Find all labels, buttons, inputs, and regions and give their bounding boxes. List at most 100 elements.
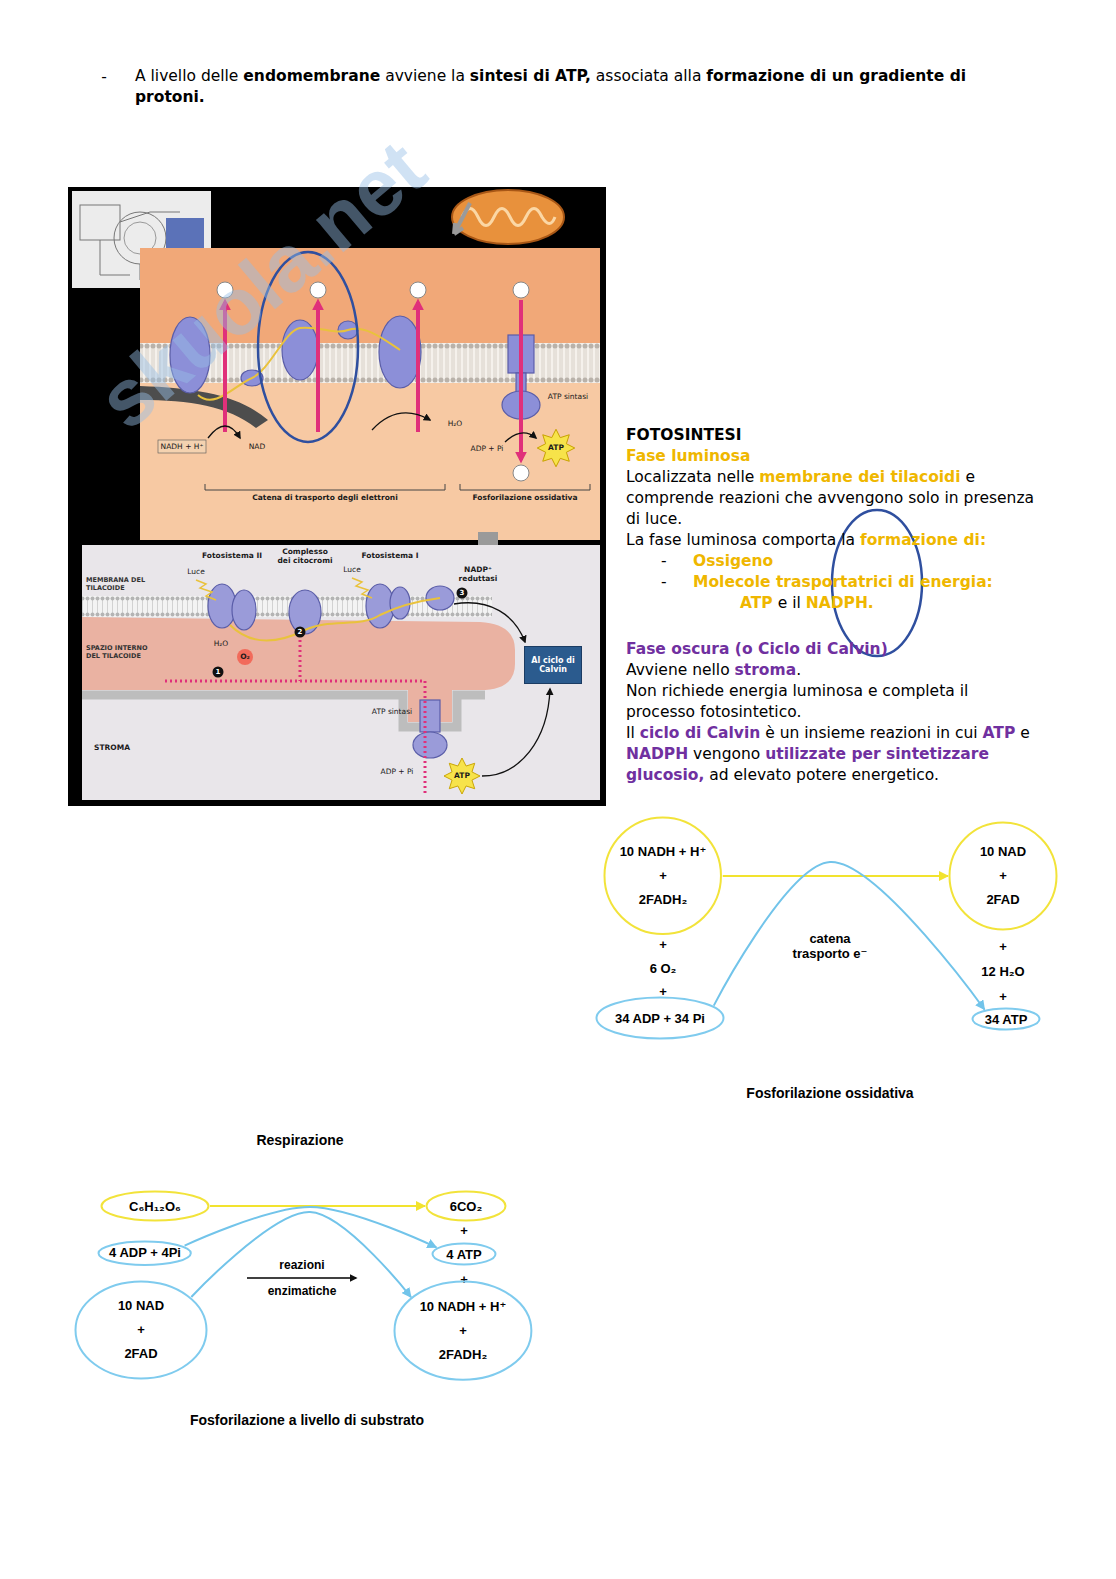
highlighted-text: Fase oscura (o Ciclo di Calvin) bbox=[626, 640, 888, 658]
node-outline bbox=[427, 1192, 506, 1221]
mitochondrial-membrane-figure bbox=[205, 484, 590, 490]
text-line: -Ossigeno bbox=[626, 551, 1038, 572]
plus-sign: + bbox=[999, 939, 1007, 954]
node-text: 34 ATP bbox=[985, 1012, 1028, 1027]
reactant-ellipse: C₆H₁₂O₆ bbox=[100, 1190, 210, 1222]
thylakoid-figure bbox=[232, 590, 256, 630]
section-caption: Fosforilazione ossidativa bbox=[472, 494, 577, 503]
node-outline bbox=[605, 818, 721, 934]
product-label: 12 H₂O bbox=[981, 964, 1024, 979]
thylakoid-figure bbox=[82, 545, 600, 800]
diagram-caption: Fosforilazione a livello di substrato bbox=[190, 1412, 424, 1428]
black-frame bbox=[68, 187, 606, 806]
mitochondrial-membrane-figure bbox=[208, 413, 536, 442]
highlighted-text: ciclo di Calvin bbox=[640, 724, 760, 742]
region-name: SPAZIO INTERNO DEL TILACOIDE bbox=[86, 645, 158, 660]
node-text: 4 ADP + 4Pi bbox=[109, 1245, 181, 1260]
highlighted-text: FOTOSINTESI bbox=[626, 426, 742, 444]
flow-arrow bbox=[185, 1207, 437, 1247]
mitochondrial-membrane-figure bbox=[372, 413, 430, 430]
product-ellipse: 4 ATP bbox=[431, 1242, 497, 1266]
mitochondrial-membrane-figure bbox=[223, 302, 227, 432]
node-outline bbox=[597, 998, 724, 1039]
mitochondrial-membrane-figure bbox=[170, 317, 210, 393]
text-line: Localizzata nelle membrane dei tilacoidi… bbox=[626, 467, 1038, 530]
mitochondrial-membrane-figure bbox=[225, 300, 521, 460]
node-outline bbox=[973, 1009, 1040, 1030]
mitochondrial-membrane-figure bbox=[140, 248, 600, 540]
plus-sign: + bbox=[460, 1223, 468, 1238]
body-text: e bbox=[1020, 724, 1030, 742]
thylakoid-figure bbox=[420, 700, 440, 732]
molecule-label: ATP bbox=[454, 772, 470, 781]
text-line: Fase luminosa bbox=[626, 446, 1038, 467]
part-name: Complesso dei citocromi bbox=[277, 548, 333, 565]
node-outline bbox=[950, 823, 1057, 930]
product-ellipse: 6CO₂ bbox=[425, 1190, 507, 1222]
highlighted-text: stroma bbox=[735, 661, 797, 679]
body-text: Avviene nello bbox=[626, 661, 730, 679]
mitochondrion bbox=[462, 209, 555, 226]
node-text: 10 NAD bbox=[980, 840, 1026, 864]
plus-sign: + bbox=[659, 984, 667, 999]
molecule-label: H₂O bbox=[448, 420, 463, 429]
thylakoid-figure bbox=[444, 758, 480, 794]
node-text: 10 NADH + H⁺ bbox=[620, 840, 707, 864]
thylakoid-figure bbox=[230, 598, 440, 641]
node-text: + bbox=[459, 1319, 467, 1343]
reaction-arrow bbox=[247, 1277, 356, 1278]
node-text: 10 NADH + H⁺ bbox=[420, 1295, 507, 1319]
highlighted-text: ATP bbox=[983, 724, 1016, 742]
reaction-arrow bbox=[247, 1278, 356, 1279]
mitochondrial-membrane-figure bbox=[379, 316, 421, 388]
mitochondrial-membrane-figure bbox=[513, 465, 529, 481]
mitochondrial-membrane-figure bbox=[537, 429, 575, 467]
highlighted-text: Molecole trasportatrici di energia: bbox=[693, 573, 993, 591]
part-name: Fotosistema I bbox=[361, 552, 418, 561]
thylakoid-figure bbox=[482, 689, 550, 776]
body-text: vengono bbox=[693, 745, 760, 763]
diagram-caption: Fosforilazione ossidativa bbox=[746, 1085, 913, 1101]
thylakoid-figure bbox=[454, 603, 525, 642]
thylakoid-figure bbox=[457, 588, 468, 599]
node-text: 6CO₂ bbox=[450, 1199, 483, 1214]
part-name: Fotosistema II bbox=[202, 552, 262, 561]
body-text: ad elevato potere energetico. bbox=[709, 766, 939, 784]
thylakoid-figure bbox=[289, 590, 321, 634]
node-text: Al ciclo di Calvin bbox=[528, 656, 578, 675]
bullet-dash: - bbox=[661, 572, 667, 593]
highlighted-text: formazione di: bbox=[860, 531, 986, 549]
highlighted-text: sintesi di ATP, bbox=[470, 67, 591, 85]
callout-number: 1 bbox=[216, 668, 221, 676]
black-frame bbox=[68, 187, 606, 806]
mitochondrion bbox=[454, 203, 470, 234]
text-line: Avviene nello stroma. bbox=[626, 660, 1038, 681]
node-text: 2FADH₂ bbox=[639, 888, 687, 912]
mitochondrial-membrane-figure bbox=[217, 282, 529, 481]
molecule-label: ADP + Pi bbox=[381, 768, 414, 777]
node-outline bbox=[395, 1282, 532, 1380]
flow-arrow bbox=[723, 875, 948, 877]
thylakoid-figure bbox=[390, 587, 410, 619]
molecule-label: ADP + Pi bbox=[471, 445, 504, 454]
product-circle: 10 NADH + H⁺+2FADH₂ bbox=[393, 1280, 533, 1381]
reactant-ellipse: 4 ADP + 4Pi bbox=[97, 1240, 192, 1266]
body-text: A livello delle bbox=[135, 67, 238, 85]
bullet-dash: - bbox=[101, 67, 107, 88]
molecule-label: H₂O bbox=[214, 640, 229, 649]
flow-arrow bbox=[714, 862, 985, 1010]
highlighted-text: membrane dei tilacoidi bbox=[759, 468, 960, 486]
body-text: è un insieme reazioni in cui bbox=[765, 724, 977, 742]
mitochondrial-membrane-figure bbox=[217, 282, 233, 298]
plus-sign: + bbox=[999, 989, 1007, 1004]
product-circle: 10 NAD+2FAD bbox=[948, 821, 1058, 931]
light-label: Luce bbox=[343, 566, 361, 575]
product-ellipse: 34 ATP bbox=[971, 1007, 1041, 1031]
part-name: ATP sintasi bbox=[548, 393, 588, 402]
thylakoid-figure bbox=[196, 580, 216, 600]
process-box: Al ciclo di Calvin bbox=[524, 646, 582, 684]
text-line: FOTOSINTESI bbox=[626, 425, 1038, 446]
